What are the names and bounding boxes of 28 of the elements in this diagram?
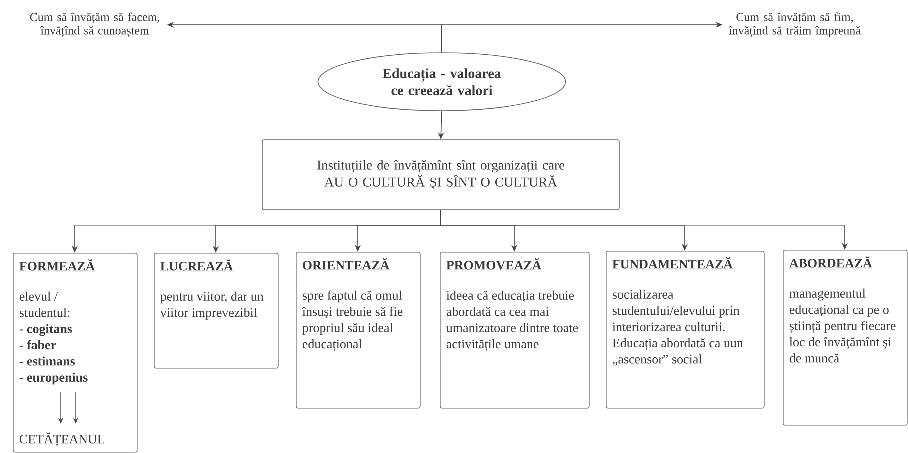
process-box: Instituțiile de învățămînt sînt organizații care AU O CULTURĂ ȘI SÎNT O CULTURĂ: [262, 140, 620, 210]
ellipse-node: Educația - valoarea ce creează valori: [318, 52, 566, 112]
box-heading: FORMEAZĂ: [19, 259, 96, 272]
body-text: - faber: [20, 340, 56, 350]
process-box: [440, 252, 590, 409]
caption-text: Cum să învățăm să fim, învățînd să trăim împreună: [728, 12, 861, 38]
body-text: spre faptul că omul însuși trebuie să fie propriul său ideal educațional: [302, 290, 403, 352]
body-text: studentul:: [20, 308, 70, 318]
box-heading: FUNDAMENTEAZĂ: [612, 257, 734, 270]
body-text: - cogitans: [20, 324, 72, 336]
box-heading: ORIENTEAZĂ: [302, 258, 390, 272]
box-heading: ABORDEAZĂ: [789, 256, 873, 270]
process-box: [296, 252, 421, 409]
body-text: CETĂȚEANUL: [20, 432, 105, 446]
process-box: [606, 251, 765, 409]
process-box: [154, 253, 279, 369]
body-text: - europenius: [20, 372, 88, 385]
body-text: ideea că educația trebuie abordată ca cea mai umanizatoare dintre toate activitățile umane: [446, 290, 578, 352]
body-text: socializarea studentului/elevului prin interiorizarea culturii. Educația abordată ca uun „ascensor” social: [612, 290, 744, 366]
process-box: [783, 250, 908, 426]
body-text: elevul /: [20, 292, 58, 301]
body-text: - estimans: [20, 356, 76, 366]
box-heading: LUCREAZĂ: [160, 259, 234, 272]
body-text: managementul educațional ca pe o știință pentru fiecare loc de învățămînt și de muncă: [790, 288, 896, 363]
body-text: pentru viitor, dar un viitor imprevezibil: [160, 292, 264, 320]
process-box: [13, 253, 138, 453]
box-heading: PROMOVEAZĂ: [446, 258, 542, 272]
caption-text: Cum să învățăm să facem, învățînd să cunoaștem: [30, 12, 160, 38]
